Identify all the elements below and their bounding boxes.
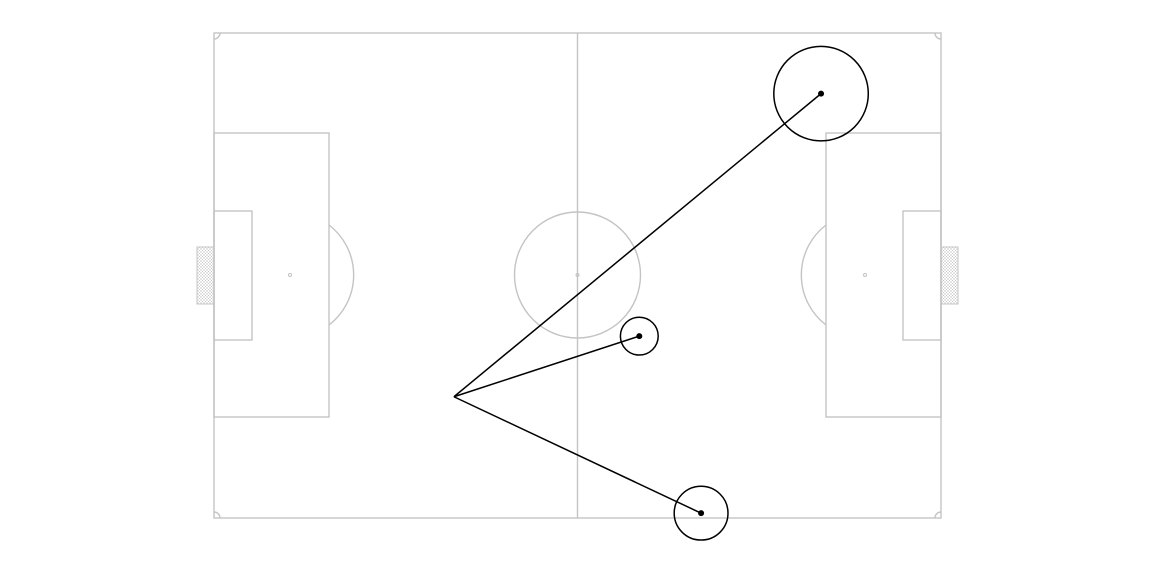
right-penalty-area [825, 132, 942, 418]
centre-spot [575, 273, 580, 277]
left-penalty-area [213, 132, 330, 418]
right-penalty-arc [800, 224, 827, 326]
corner-arc-top-left [213, 32, 221, 40]
corner-arc-top-right [934, 32, 942, 40]
target-point-3 [698, 510, 705, 517]
target-zone-3 [673, 485, 729, 541]
pass-line-2 [453, 335, 640, 398]
pass-layer [453, 45, 870, 541]
corner-arc-bottom-left [213, 511, 221, 519]
pitch-markings [196, 32, 959, 519]
pass-line-3 [453, 396, 702, 514]
target-zone-1 [773, 45, 870, 142]
target-zone-2 [619, 316, 659, 356]
target-point-2 [636, 333, 643, 340]
centre-circle [513, 211, 642, 339]
right-penalty-spot [863, 273, 867, 277]
left-goal [196, 246, 215, 305]
corner-arc-bottom-right [934, 511, 942, 519]
left-penalty-spot [288, 273, 292, 277]
left-goal-area [213, 210, 253, 341]
target-point-1 [818, 90, 825, 97]
left-penalty-arc [328, 224, 355, 326]
right-goal-area [902, 210, 942, 341]
pass-line-1 [453, 93, 822, 398]
right-goal [940, 246, 959, 305]
